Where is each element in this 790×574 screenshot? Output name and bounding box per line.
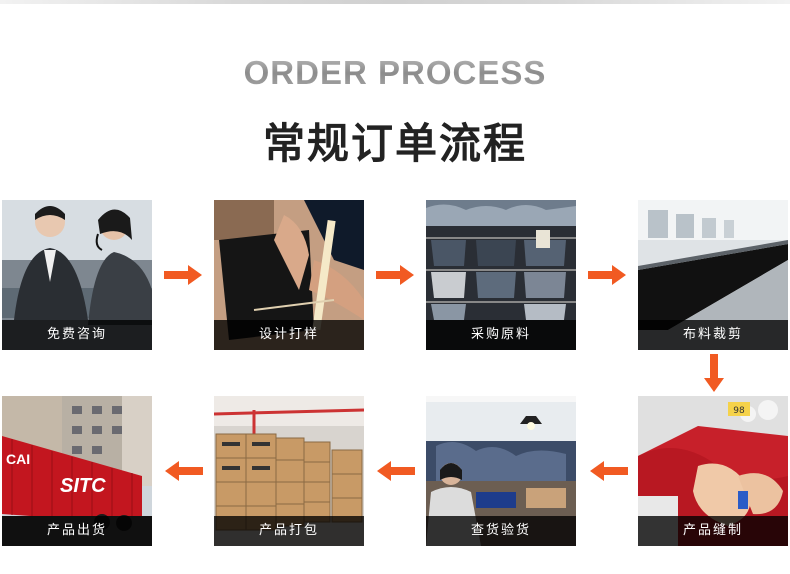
arrow-left-icon [590,461,628,481]
step-purchase-materials: 采购原料 [426,200,576,350]
step-label: 布料裁剪 [638,320,788,350]
arrow-right-icon [588,265,626,285]
container-brand-text: SITC [60,475,106,497]
step-label: 设计打样 [214,320,364,350]
arrow-right-icon [164,265,202,285]
step-label: 免费咨询 [2,320,152,350]
customer-service-photo [2,200,152,350]
arrow-right-icon [376,265,414,285]
step-label: 产品打包 [214,516,364,546]
shipping-container-photo: CAI SITC [2,396,152,546]
step-free-consultation: 免费咨询 [2,200,152,350]
step-product-shipping: CAI SITC 产品出货 [2,396,152,546]
step-label: 产品缝制 [638,516,788,546]
top-divider [0,0,790,4]
step-product-sewing: 98 产品缝制 [638,396,788,546]
step-design-sampling: 设计打样 [214,200,364,350]
arrow-left-icon [165,461,203,481]
step-fabric-cutting: 布料裁剪 [638,200,788,350]
arrow-down-icon [704,354,724,392]
step-label: 采购原料 [426,320,576,350]
tag-text: 98 [733,406,745,416]
page-title-english: ORDER PROCESS [0,54,790,92]
container-partial-text: CAI [6,451,30,467]
step-quality-inspection: 查货验货 [426,396,576,546]
page-title-chinese: 常规订单流程 [262,119,527,168]
step-label: 查货验货 [426,516,576,546]
arrow-left-icon [377,461,415,481]
step-product-packing: 产品打包 [214,396,364,546]
step-label: 产品出货 [2,516,152,546]
